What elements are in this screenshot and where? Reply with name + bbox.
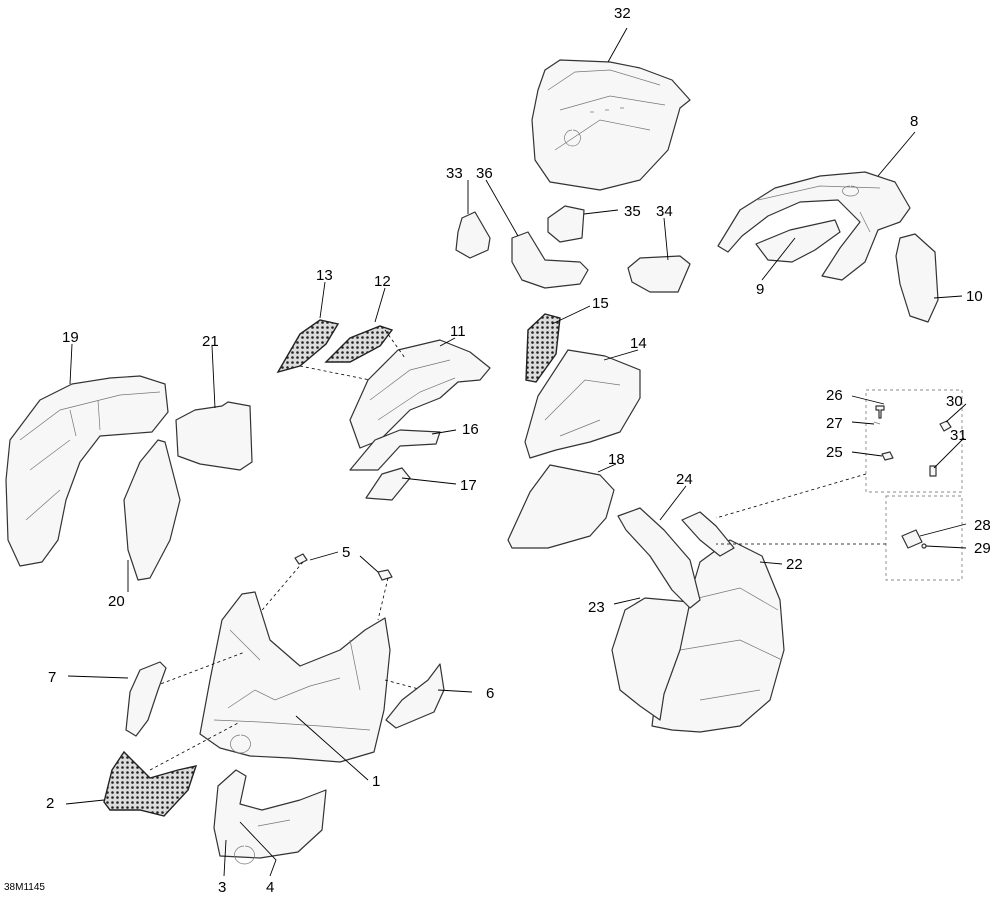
callout-23: 23 [588, 599, 605, 616]
callout-12: 12 [374, 273, 391, 290]
callout-13: 13 [316, 267, 333, 284]
part-1-hood [199, 591, 391, 763]
part-34-cover [627, 255, 691, 293]
callout-18: 18 [608, 451, 625, 468]
part-10-side-cover [895, 233, 939, 323]
callout-11: 11 [450, 323, 466, 340]
callout-35: 35 [624, 203, 641, 220]
leader-lines [65, 27, 967, 877]
part-20-side-trim [123, 439, 181, 581]
assembly-line-7 [149, 651, 246, 689]
part-7-vent-bracket [125, 661, 167, 737]
callout-27: 27 [826, 415, 843, 432]
callout-4: 4 [266, 879, 274, 896]
callout-33: 33 [446, 165, 463, 182]
callout-22: 22 [786, 556, 803, 573]
callout-2: 2 [46, 795, 54, 812]
part-21-cover [175, 401, 253, 471]
callout-30: 30 [946, 393, 963, 410]
hardware-box-28-29 [885, 495, 963, 581]
part-36-trim-pad [511, 231, 589, 289]
part-14-side-panel [524, 349, 641, 459]
callout-9: 9 [756, 281, 764, 298]
assembly-line-5 [251, 561, 389, 623]
hardware-parts [873, 405, 952, 549]
part-35-block [547, 205, 585, 243]
callout-26: 26 [826, 387, 843, 404]
callout-17: 17 [460, 477, 477, 494]
callout-24: 24 [676, 471, 693, 488]
callout-20: 20 [108, 593, 125, 610]
callout-31: 31 [950, 427, 967, 444]
callout-21: 21 [202, 333, 219, 350]
part-9-panel [755, 219, 841, 263]
callout-36: 36 [476, 165, 493, 182]
part-18-lower-panel [507, 464, 615, 549]
callout-labels: 32 8 33 36 35 34 9 10 13 12 11 15 14 19 … [46, 5, 991, 896]
part-12-mesh-insert [324, 325, 394, 363]
callout-3: 3 [218, 879, 226, 896]
callout-6: 6 [486, 685, 494, 702]
hardware-box-25-31 [865, 389, 963, 493]
part-24-upper-bracket [617, 507, 735, 609]
callout-34: 34 [656, 203, 673, 220]
callout-25: 25 [826, 444, 843, 461]
part-2-front-grille [103, 750, 198, 817]
callout-10: 10 [966, 288, 983, 305]
callout-14: 14 [630, 335, 647, 352]
callout-32: 32 [614, 5, 631, 22]
part-33-bracket [455, 211, 491, 259]
part-32-windshield-console [531, 59, 691, 191]
callout-1: 1 [372, 773, 380, 790]
drawing-reference-code: 38M1145 [4, 882, 45, 893]
part-13-mesh-insert [276, 319, 340, 374]
part-17-pad [365, 467, 411, 501]
callout-16: 16 [462, 421, 479, 438]
callout-15: 15 [592, 295, 609, 312]
assembly-line-2 [149, 721, 241, 771]
part-19-left-side-panel [5, 375, 169, 567]
part-6-vent-insert [385, 663, 445, 729]
part-23-inner-panel [611, 597, 691, 721]
callout-7: 7 [48, 669, 56, 686]
part-3-4-lower-nose [213, 769, 327, 865]
part-5-fasteners [294, 553, 393, 581]
part-8-upper-bracket [717, 171, 911, 281]
callout-8: 8 [910, 113, 918, 130]
assembly-line-box-25-31 [715, 473, 867, 519]
part-16-trim-strip [349, 429, 441, 471]
callout-19: 19 [62, 329, 79, 346]
part-15-mesh-insert [525, 313, 561, 383]
callout-29: 29 [974, 540, 991, 557]
callout-5: 5 [342, 544, 350, 561]
callout-28: 28 [974, 517, 991, 534]
